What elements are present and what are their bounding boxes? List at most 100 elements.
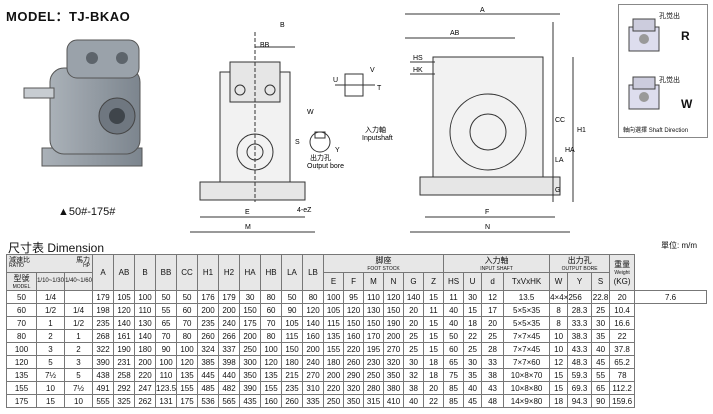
table-cell: 200 [197,303,220,317]
table-cell: 78 [609,368,636,382]
table-cell: 123.5 [155,381,178,395]
model-range-label: ▲50#-175# [58,206,116,218]
table-cell: 80 [176,329,199,343]
table-cell: 155 [176,381,199,395]
table-cell: 350 [383,368,405,382]
table-cell: 18 [549,394,569,408]
table-cell: 200 [218,303,241,317]
table-cell: 131 [155,394,178,408]
table-cell: 40 [443,316,465,330]
table-cell: 75 [443,368,465,382]
output-hole-label-w: 孔觉出 [659,77,680,84]
table-cell: 60 [6,303,37,317]
table-cell: 310 [302,381,325,395]
col-b: B [134,254,157,291]
col-la: LA [281,254,304,291]
table-cell: 37.8 [609,342,636,356]
table-cell: 22 [463,329,483,343]
table-cell: 3 [36,342,65,356]
col-bb: BB [155,254,178,291]
label-ez: 4-eZ [297,207,312,214]
table-cell: 12 [549,355,569,369]
table-cell: 11 [423,303,445,317]
direction-w: W [681,97,693,111]
table-cell: 15 [423,342,445,356]
table-cell: 5×5×35 [503,316,551,330]
table-cell: 65.2 [609,355,636,369]
label-bb: BB [260,42,270,49]
table-cell: 155 [260,381,283,395]
col-h1: H1 [197,254,220,291]
table-cell: 1 [63,329,94,343]
table-cell: 260 [197,329,220,343]
table-cell: 135 [176,368,199,382]
label-h1: H1 [577,127,586,134]
table-cell: 43 [481,381,505,395]
table-cell: 161 [113,329,136,343]
table-cell: 80 [6,329,37,343]
table-cell: 16.6 [609,316,636,330]
table-cell: 100 [134,290,157,304]
table-cell: 80 [260,329,283,343]
table-cell: 120 [176,355,199,369]
table-cell: 30 [403,355,425,369]
shaft-detail [309,73,375,153]
table-cell: 60 [443,342,465,356]
table-cell: 35 [591,329,611,343]
col-m: M [363,272,385,291]
table-cell: 7×7×45 [503,342,551,356]
table-cell: 35 [463,368,483,382]
table-cell: 235 [92,316,115,330]
output-hole-label-r: 孔觉出 [659,13,680,20]
col-hs: HS [443,272,465,291]
table-cell: 220 [323,381,345,395]
table-cell: 30 [463,355,483,369]
table-cell: 48 [481,394,505,408]
table-cell: 15 [463,303,483,317]
table-cell: 235 [281,381,304,395]
table-cell: 1/2 [36,303,65,317]
table-cell: 135 [260,368,283,382]
table-cell: 17 [481,303,505,317]
table-cell: 300 [239,355,262,369]
table-cell: 140 [134,329,157,343]
table-cell: 485 [197,381,220,395]
table-cell: 70 [260,316,283,330]
table-cell: 59.3 [567,368,593,382]
table-cell: 398 [218,355,241,369]
table-cell: 240 [302,355,325,369]
table-cell: 1/2 [63,316,94,330]
table-cell: 85 [443,381,465,395]
table-cell: 69.3 [567,381,593,395]
table-cell: 65 [591,381,611,395]
table-cell: 33.3 [567,316,593,330]
table-cell: 70 [176,316,199,330]
table-cell: 10 [549,342,569,356]
table-cell: 195 [363,342,385,356]
table-cell: 30 [591,316,611,330]
table-cell: 2 [63,342,94,356]
table-cell: 250 [363,368,385,382]
table-cell: 110 [134,303,157,317]
label-u: U [333,77,338,84]
label-cc: CC [555,117,565,124]
table-cell: 155 [323,342,345,356]
table-cell: 10 [63,394,94,408]
table-cell: 95 [343,290,365,304]
table-cell: 536 [197,394,220,408]
table-cell: 130 [363,303,385,317]
direction-r: R [681,29,690,43]
table-cell: 220 [343,342,365,356]
table-cell: 40 [463,381,483,395]
table-cell: 25 [463,342,483,356]
table-cell: 140 [403,290,425,304]
table-cell: 1 [36,316,65,330]
table-cell: 15 [423,316,445,330]
label-hk: HK [413,67,423,74]
table-cell: 385 [197,355,220,369]
